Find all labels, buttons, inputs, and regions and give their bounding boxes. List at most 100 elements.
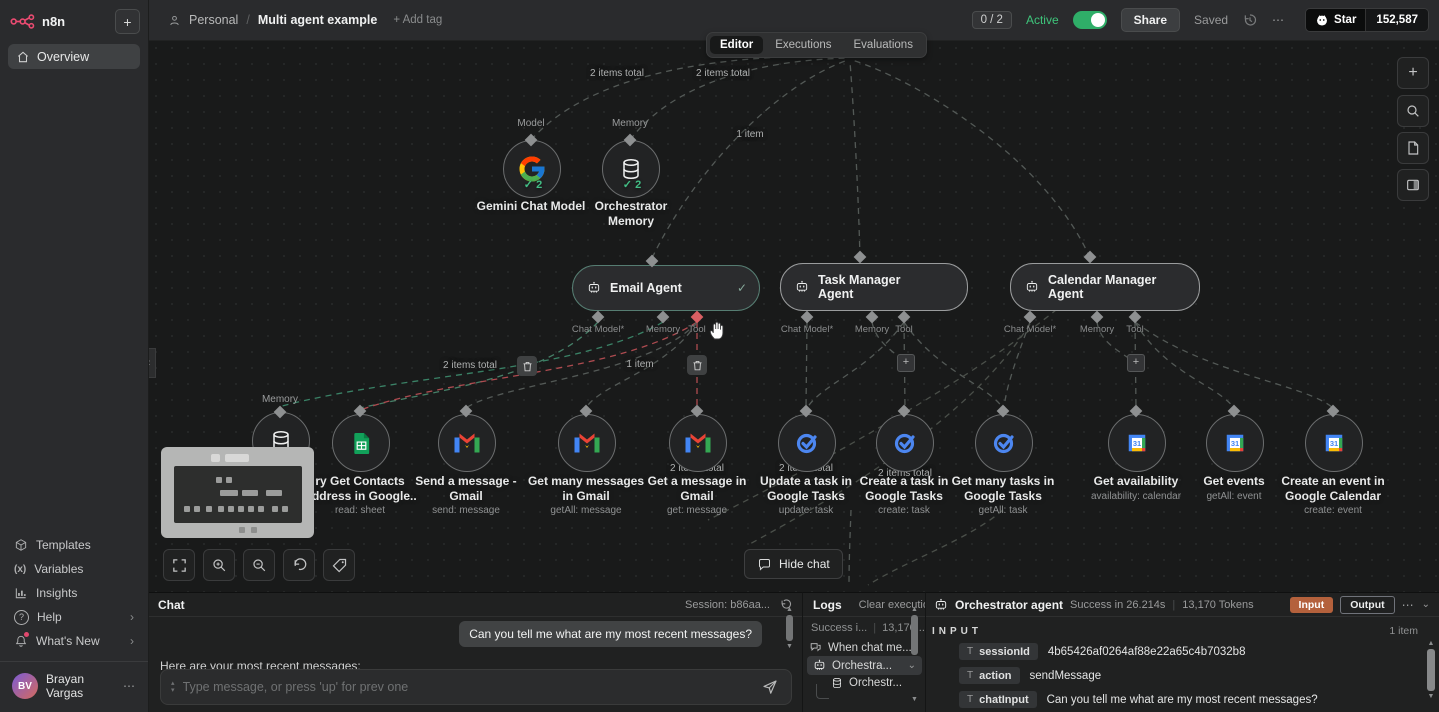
tree-connector: [816, 684, 829, 699]
node-get-many-tasks-google-tasks[interactable]: [975, 414, 1033, 472]
workflow-menu-ellipsis-icon[interactable]: ⋯: [1272, 13, 1286, 27]
field-key-chip[interactable]: T chatInput: [959, 691, 1037, 708]
n8n-logo-icon: [10, 14, 36, 29]
whats-new-label: What's New: [36, 634, 100, 648]
scroll-down-icon[interactable]: ▼: [786, 643, 793, 650]
sticky-note-button[interactable]: [1397, 132, 1429, 164]
chat-scrollbar[interactable]: ▲ ▼: [786, 606, 793, 650]
node-orchestrator-memory[interactable]: [602, 140, 660, 198]
scroll-down-icon[interactable]: ▼: [911, 696, 918, 703]
sidebar-item-insights[interactable]: Insights: [0, 581, 148, 605]
node-create-event-calendar[interactable]: [1305, 414, 1363, 472]
zoom-in-icon: [211, 557, 228, 574]
scroll-up-icon[interactable]: ▲: [911, 606, 918, 613]
undo-button[interactable]: [283, 549, 315, 581]
delete-connection-button[interactable]: [517, 356, 537, 376]
node-create-task-google-tasks[interactable]: [876, 414, 934, 472]
log-item-label: Orchestr...: [849, 677, 903, 689]
robot-icon: [1025, 280, 1039, 294]
tab-executions[interactable]: Executions: [775, 39, 832, 51]
video-overlay-screen: [174, 466, 302, 523]
breadcrumb-separator: /: [246, 13, 250, 27]
node-send-message-gmail[interactable]: [438, 414, 496, 472]
history-icon[interactable]: [1242, 12, 1258, 28]
node-operation: create: task: [878, 505, 930, 516]
robot-icon: [934, 598, 948, 612]
node-get-contacts-sheets[interactable]: [332, 414, 390, 472]
github-star-widget[interactable]: Star 152,587: [1305, 8, 1429, 32]
zoom-out-button[interactable]: [243, 549, 275, 581]
scroll-up-icon[interactable]: ▲: [1427, 640, 1435, 647]
node-email-agent[interactable]: Email Agent ✓: [572, 265, 760, 311]
node-get-events-calendar[interactable]: [1206, 414, 1264, 472]
scroll-down-icon[interactable]: ▼: [1427, 693, 1435, 700]
node-gemini-chat-model[interactable]: [503, 140, 561, 198]
workflow-name[interactable]: Multi agent example: [257, 13, 378, 27]
tidy-up-button[interactable]: [323, 549, 355, 581]
log-item-orchestrator[interactable]: Orchestra... ⌄: [807, 656, 922, 675]
node-name: Get a message in Gmail: [647, 474, 747, 503]
hide-chat-button[interactable]: Hide chat: [744, 549, 843, 579]
scroll-up-icon[interactable]: ▲: [786, 606, 793, 613]
toggle-panel-button[interactable]: [1397, 169, 1429, 201]
add-node-on-connection-button[interactable]: +: [1127, 354, 1145, 372]
sidebar-item-whats-new[interactable]: What's New ›: [0, 629, 148, 653]
share-button[interactable]: Share: [1120, 8, 1181, 32]
user-menu-ellipsis-icon[interactable]: ⋯: [123, 679, 136, 693]
send-icon[interactable]: [761, 678, 779, 696]
node-get-message-gmail[interactable]: [669, 414, 727, 472]
node-name: Orchestrator Memory: [594, 199, 668, 228]
sidebar-item-variables[interactable]: (x) Variables: [0, 557, 148, 581]
output-tab-button[interactable]: Output: [1340, 595, 1395, 614]
node-calendar-manager-agent[interactable]: Calendar Manager Agent: [1010, 263, 1200, 311]
scroll-thumb[interactable]: [911, 615, 918, 655]
execution-counter-badge: 0 / 2: [971, 11, 1012, 29]
node-get-many-messages-gmail[interactable]: [558, 414, 616, 472]
add-node-button[interactable]: +: [1397, 57, 1429, 89]
zoom-in-button[interactable]: [203, 549, 235, 581]
robot-icon: [813, 659, 826, 672]
add-node-on-connection-button[interactable]: +: [897, 354, 915, 372]
field-key-chip[interactable]: T action: [959, 667, 1020, 684]
user-menu[interactable]: BV Brayan Vargas ⋯: [0, 668, 148, 712]
scroll-thumb[interactable]: [786, 615, 793, 641]
chevron-down-icon[interactable]: ⌄: [907, 660, 916, 671]
node-get-availability-calendar[interactable]: [1108, 414, 1166, 472]
robot-icon: [795, 280, 809, 294]
sidebar-item-help[interactable]: ? Help ›: [0, 605, 148, 629]
add-tag-button[interactable]: + Add tag: [393, 14, 443, 26]
detail-scrollbar[interactable]: ▲ ▼: [1427, 640, 1435, 700]
tab-editor[interactable]: Editor: [710, 36, 764, 54]
workflow-canvas[interactable]: [148, 40, 1439, 592]
node-task-manager-agent[interactable]: Task Manager Agent: [780, 263, 968, 311]
field-row: T sessionId 4b65426af0264af88e22a65c4b70…: [959, 643, 1245, 660]
node-operation: update: task: [778, 505, 834, 516]
active-toggle[interactable]: [1072, 11, 1107, 29]
node-update-task-google-tasks[interactable]: [778, 414, 836, 472]
zoom-to-fit-button[interactable]: [163, 549, 195, 581]
tab-evaluations[interactable]: Evaluations: [853, 39, 913, 51]
input-section-label: INPUT: [932, 626, 982, 637]
scroll-thumb[interactable]: [1427, 649, 1435, 691]
input-tab-button[interactable]: Input: [1289, 596, 1334, 613]
breadcrumb-project[interactable]: Personal: [189, 13, 239, 27]
chat-session-id[interactable]: Session: b86aa...: [684, 598, 770, 611]
chat-message-input[interactable]: [180, 679, 749, 695]
create-workflow-button[interactable]: +: [115, 9, 140, 34]
agent-name: Task Manager Agent: [818, 272, 901, 301]
log-item-orchestrator-memory[interactable]: Orchestr...: [803, 675, 926, 691]
field-key-chip[interactable]: T sessionId: [959, 643, 1038, 660]
collapse-panel-icon[interactable]: ⌄: [1421, 599, 1430, 610]
logs-scrollbar-down[interactable]: ▼: [911, 696, 918, 703]
node-operation: get: message: [666, 505, 728, 516]
delete-connection-button[interactable]: [687, 355, 707, 375]
logs-scrollbar[interactable]: ▲: [911, 606, 918, 657]
search-nodes-button[interactable]: [1397, 95, 1429, 127]
detail-menu-ellipsis-icon[interactable]: ⋯: [1401, 597, 1415, 612]
log-item-chat-trigger[interactable]: When chat me...: [803, 639, 926, 656]
clear-execution-button[interactable]: Clear execution: [858, 598, 926, 611]
sidebar-item-templates[interactable]: Templates: [0, 533, 148, 557]
chat-user-message: Can you tell me what are my most recent …: [459, 621, 762, 647]
message-history-arrows[interactable]: ▴▾: [171, 680, 175, 694]
sidebar-item-overview[interactable]: Overview: [8, 44, 140, 69]
